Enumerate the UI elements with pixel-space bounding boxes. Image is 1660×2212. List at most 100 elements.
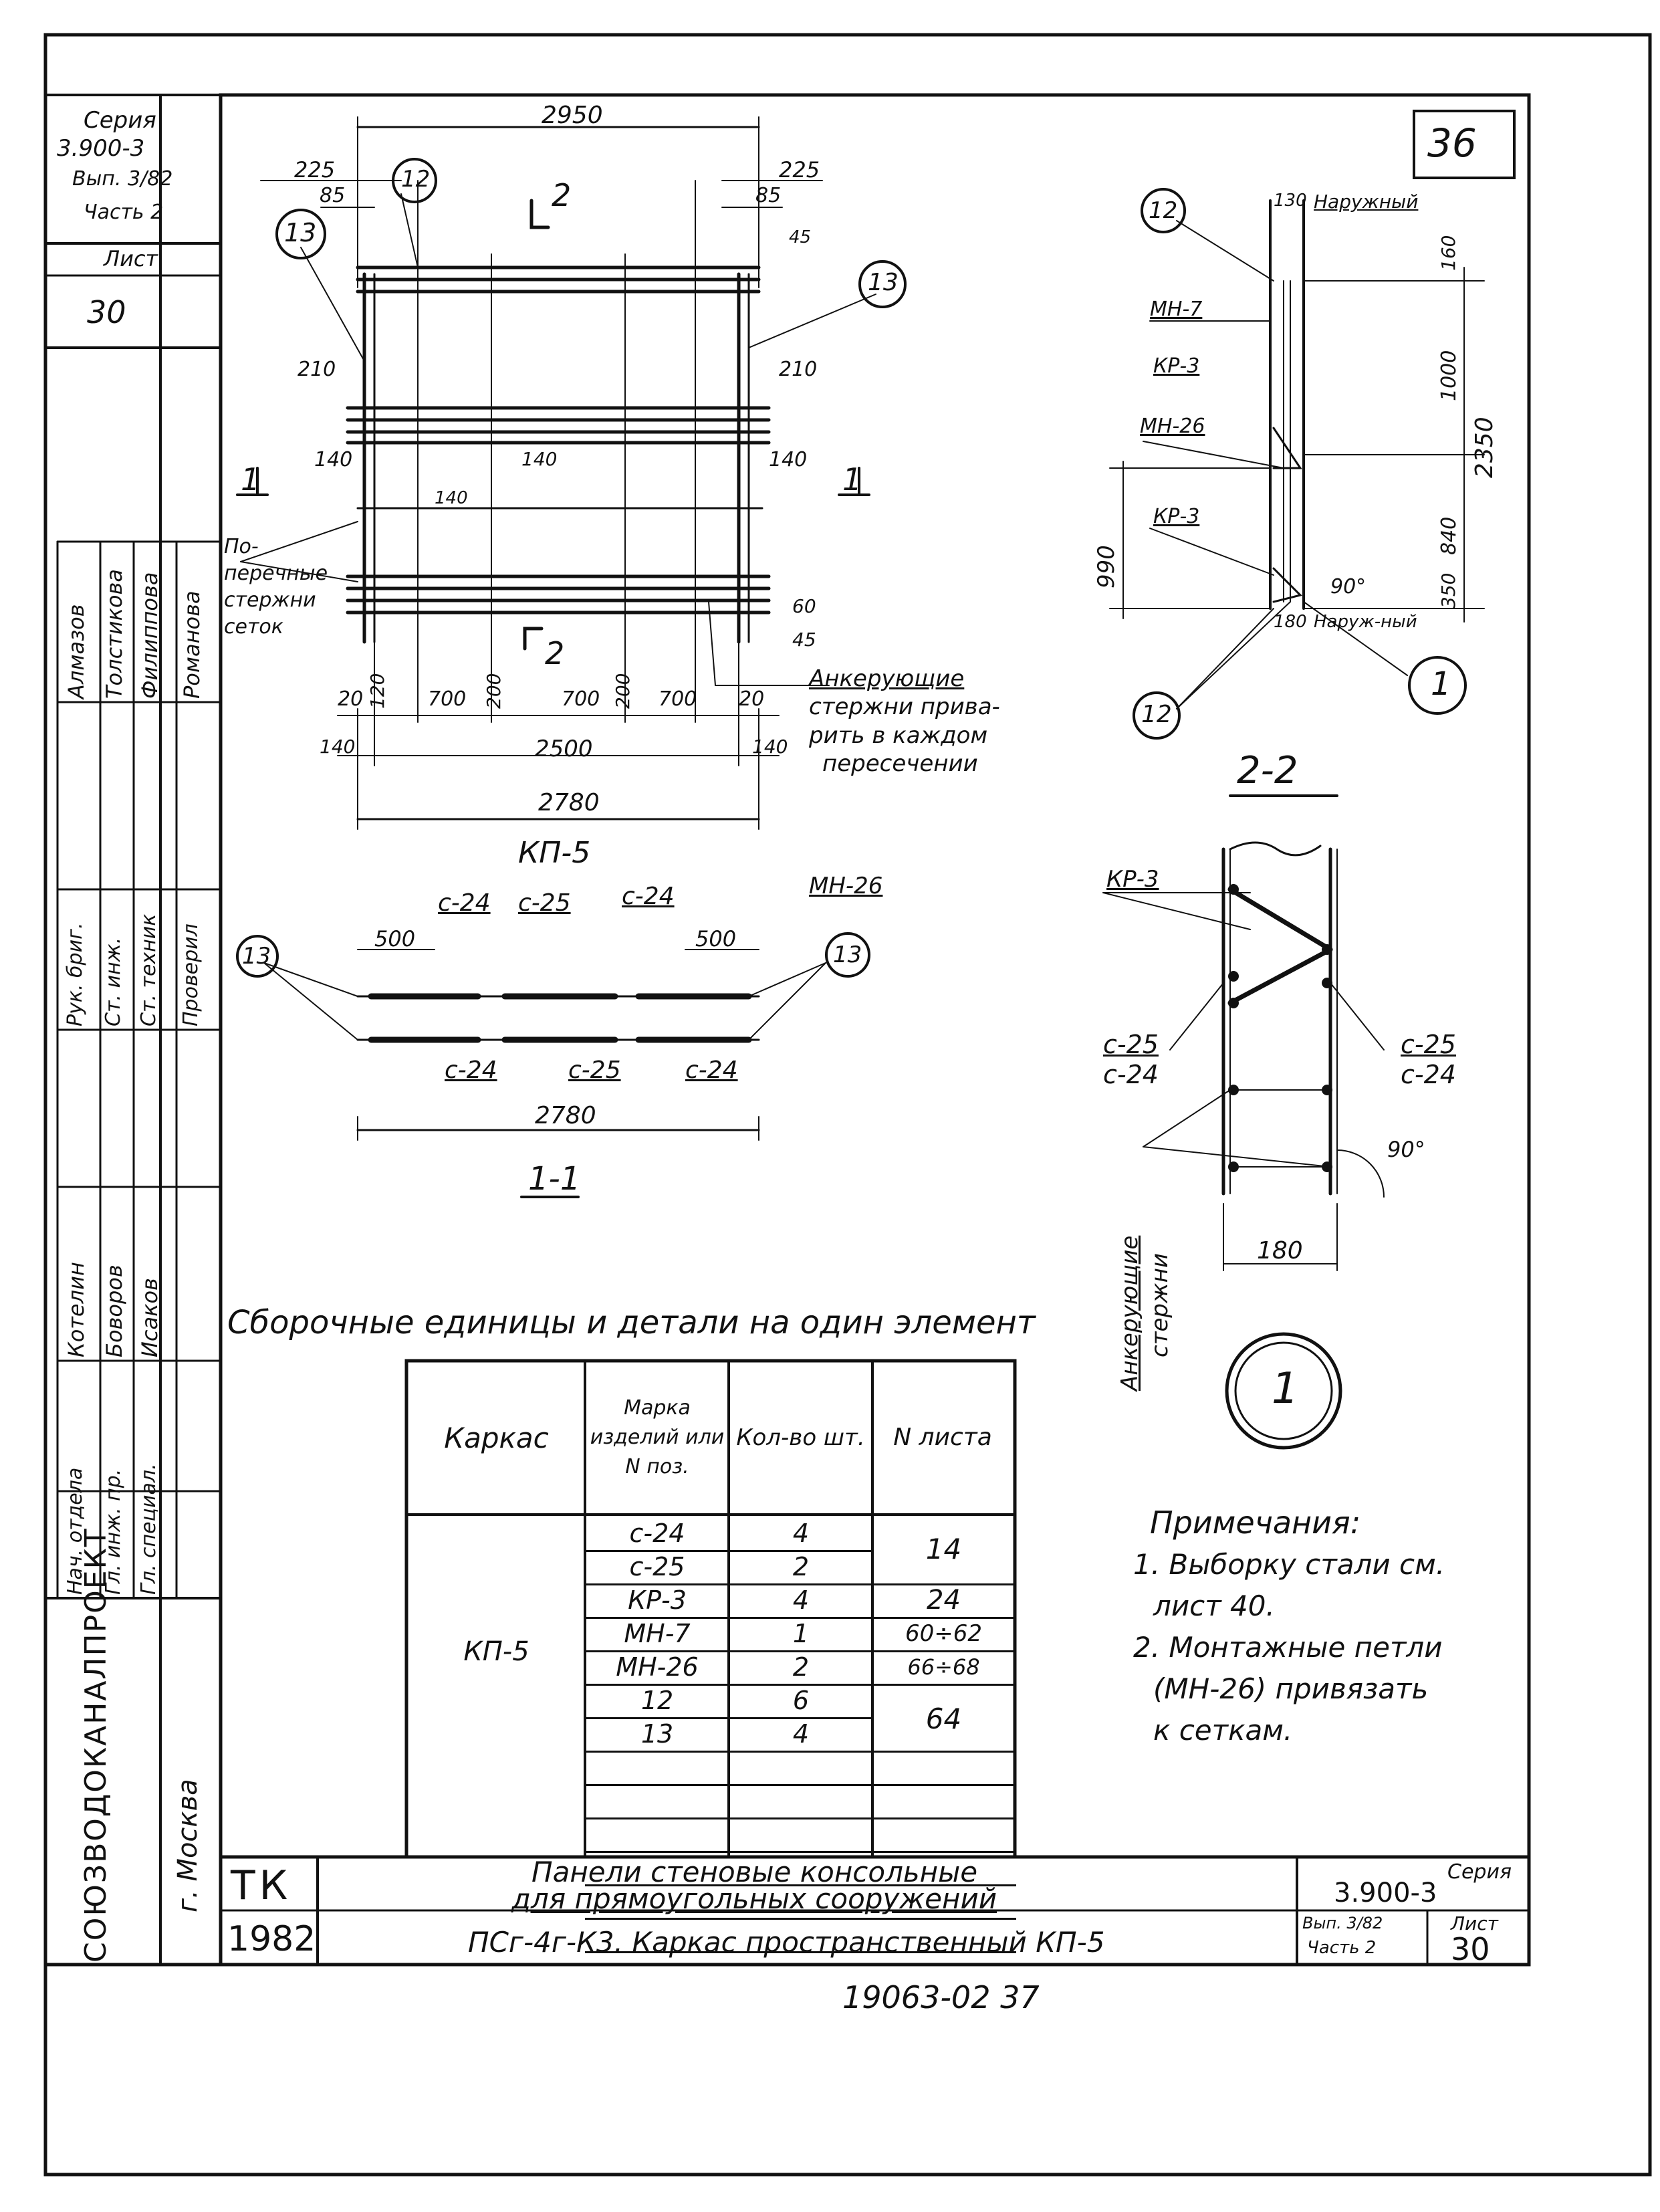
table-sheet-66-68: 66÷68 (907, 1654, 980, 1680)
role-name: Котелин (64, 1262, 89, 1357)
note-cross-bars-3: стержни (224, 588, 316, 612)
dim-85-left: 85 (320, 184, 346, 207)
table-row-divider (729, 1918, 872, 1920)
table-row-qty: 4 (792, 1519, 810, 1548)
table-sheet-14: 14 (925, 1532, 962, 1565)
s11-top-c24-right: с-24 (622, 883, 675, 910)
role-name: Толстикова (102, 569, 127, 699)
table-row-divider (729, 1684, 872, 1686)
table-header-frame: Каркас (444, 1421, 549, 1454)
table-row-divider (872, 1817, 1016, 1819)
table-header-qty: Кол-во шт. (736, 1424, 865, 1451)
role-name: Алмазов (64, 604, 89, 699)
s22-callout-1: 1 (1431, 665, 1451, 703)
dim-140-left: 140 (314, 448, 353, 471)
s22-dim-350: 350 (1437, 572, 1459, 609)
title-issue: Вып. 3/82 (1302, 1914, 1383, 1932)
s11-callout-13-left: 13 (242, 943, 271, 970)
note-cross-bars-4: сеток (224, 615, 283, 639)
dim-210-right: 210 (779, 358, 818, 381)
corner-sheet-number: 36 (1427, 120, 1477, 166)
title-line-2: для прямоугольных сооружений (511, 1882, 997, 1915)
table-row-mark: с-24 (629, 1519, 685, 1548)
note-anchor-3: рить в каждом (809, 722, 988, 749)
title-sheet-number: 30 (1451, 1931, 1490, 1967)
table-row-divider (585, 1751, 729, 1753)
plan-bottom-dim: 700 (562, 687, 600, 711)
table-row-divider (585, 1884, 729, 1886)
node-c24-right: с-24 (1401, 1060, 1456, 1089)
page-frame (43, 33, 1652, 2177)
plan-bottom-dim: 200 (483, 673, 505, 709)
table-row-qty: 1 (792, 1619, 810, 1648)
table-row-qty: 4 (792, 1585, 810, 1615)
table-sheet-64: 64 (925, 1702, 962, 1735)
note-line: лист 40. (1153, 1589, 1275, 1622)
title-sheet-label: Лист (1451, 1912, 1498, 1934)
table-header-sheet: N листа (893, 1424, 992, 1451)
table-row-divider (729, 1583, 872, 1585)
note-cross-bars-1: По- (224, 535, 259, 558)
note-line: 2. Монтажные петли (1133, 1631, 1443, 1664)
stamp-sheet-label: Лист (104, 246, 158, 271)
table-row-divider (585, 1650, 729, 1652)
table-row-divider (729, 1650, 872, 1652)
role-name: Филиппова (137, 572, 162, 699)
s22-dim-130: 130 (1274, 191, 1307, 211)
plan-bottom-dim: 700 (659, 687, 697, 711)
node-anchor-2: стержни (1147, 1253, 1173, 1357)
table-row-divider (872, 1851, 1016, 1853)
plan-title: КП-5 (518, 836, 591, 870)
table-row-divider (729, 1784, 872, 1786)
s22-outer-bottom: Наруж-ный (1314, 612, 1417, 632)
dim-2780-plan: 2780 (538, 789, 600, 816)
s11-top-mn26: МН-26 (809, 873, 883, 899)
table-sheet-60-62: 60÷62 (905, 1620, 982, 1647)
dim-140-mid: 140 (521, 448, 558, 470)
s22-kr3-top: КР-3 (1153, 354, 1200, 378)
footer-code: 19063-02 37 (842, 1979, 1040, 2015)
organization-name: СОЮЗВОДОКАНАЛПРОЕКТ (79, 1527, 113, 1963)
section-mark-2-top: 2 (552, 177, 572, 213)
table-row-divider (872, 1650, 1016, 1652)
table-row-divider (585, 1684, 729, 1686)
s22-outer-top: Наружный (1314, 191, 1419, 213)
node-c25-right: с-25 (1401, 1030, 1456, 1059)
note-cross-bars-2: перечные (224, 562, 328, 585)
stamp-series-label: Серия (84, 107, 156, 134)
s22-dim-180: 180 (1274, 612, 1307, 632)
dim-140-right: 140 (769, 448, 808, 471)
section-1-1-title: 1-1 (528, 1160, 581, 1198)
s22-angle-90: 90° (1330, 575, 1367, 598)
table-row-divider (729, 1884, 872, 1886)
s11-top-c25: с-25 (518, 889, 571, 917)
table-row-mark: КР-3 (628, 1585, 687, 1615)
table-row-mark: 13 (640, 1719, 674, 1749)
table-row-mark: 12 (640, 1686, 674, 1715)
plan-bottom-dim: 20 (338, 687, 364, 711)
table-row-divider (729, 1751, 872, 1753)
table-row-divider (729, 1617, 872, 1619)
s22-dim-160: 160 (1437, 235, 1459, 271)
s11-callout-13-right: 13 (833, 942, 862, 968)
table-row-divider (585, 1583, 729, 1585)
table-sheet-24: 24 (927, 1585, 961, 1616)
dim-45-top: 45 (789, 227, 812, 247)
table-row-divider (585, 1817, 729, 1819)
table-row-divider (585, 1784, 729, 1786)
note-anchor-4: пересечении (822, 750, 978, 777)
role-name: Боворов (102, 1264, 127, 1357)
table-frame-value: КП-5 (463, 1636, 529, 1667)
node-angle-90: 90° (1387, 1137, 1425, 1162)
table-row-mark: с-25 (629, 1552, 685, 1581)
table-row-mark: МН-26 (616, 1652, 699, 1682)
title-tk: ТК (231, 1862, 292, 1909)
s11-bottom-c24-left: с-24 (445, 1057, 497, 1084)
table-row-divider (729, 1951, 872, 1953)
stamp-series-code: 3.900-3 (57, 135, 145, 162)
notes-title: Примечания: (1150, 1505, 1361, 1541)
table-row-qty: 2 (792, 1652, 810, 1682)
s11-dim-2780: 2780 (535, 1102, 596, 1129)
role-name: Исаков (137, 1278, 162, 1357)
dim-overall-top: 2950 (542, 102, 603, 129)
